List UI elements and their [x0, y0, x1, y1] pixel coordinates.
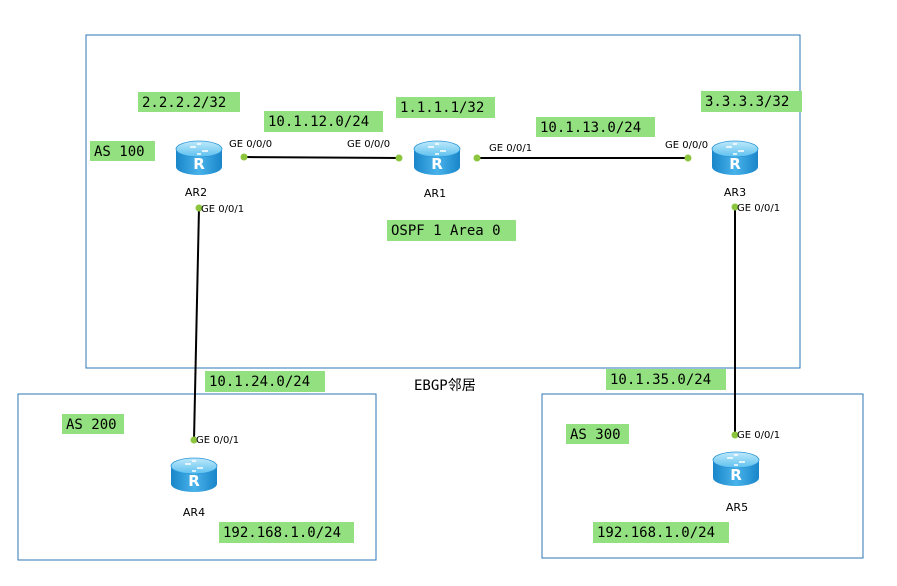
svg-text:192.168.1.0/24: 192.168.1.0/24	[597, 525, 715, 541]
router-ar2[interactable]: R	[175, 140, 223, 176]
port-label-ar3-ge000: GE 0/0/0	[665, 140, 708, 151]
svg-text:AS 200: AS 200	[66, 417, 117, 433]
svg-text:2.2.2.2/32: 2.2.2.2/32	[142, 95, 226, 111]
link-ar2-ar1	[243, 156, 400, 159]
router-glyph: R	[730, 466, 742, 484]
port-dot-ar4-ge001	[190, 436, 198, 444]
svg-text:1.1.1.1/32: 1.1.1.1/32	[400, 100, 484, 116]
svg-text:192.168.1.0/24: 192.168.1.0/24	[223, 525, 341, 541]
router-label-ar2: AR2	[185, 186, 207, 199]
port-label-ar2-ge000: GE 0/0/0	[229, 139, 272, 150]
tag-as200: AS 200	[62, 414, 124, 434]
port-label-ar4-ge001: GE 0/0/1	[196, 435, 239, 446]
port-label-ar1-ge001: GE 0/0/1	[489, 143, 532, 154]
router-label-ar5: AR5	[726, 501, 748, 514]
svg-text:AS 300: AS 300	[570, 427, 621, 443]
tag-as300: AS 300	[566, 424, 629, 444]
router-glyph: R	[729, 155, 741, 173]
svg-text:3.3.3.3/32: 3.3.3.3/32	[705, 94, 789, 110]
svg-text:10.1.12.0/24: 10.1.12.0/24	[268, 114, 369, 130]
router-ar4[interactable]: R	[170, 457, 218, 493]
router-glyph: R	[188, 472, 200, 490]
tag-ospf: OSPF 1 Area 0	[387, 220, 516, 241]
ebgp-label: EBGP邻居	[414, 378, 476, 394]
tag-loopback-ar1: 1.1.1.1/32	[396, 97, 495, 118]
port-dot-ar2-ge000	[240, 153, 248, 161]
router-ar5[interactable]: R	[712, 451, 760, 487]
tag-subnet-ar2-ar1: 10.1.12.0/24	[264, 111, 383, 132]
svg-text:10.1.24.0/24: 10.1.24.0/24	[209, 374, 310, 390]
svg-text:10.1.35.0/24: 10.1.35.0/24	[610, 372, 711, 388]
port-dot-ar1-ge000	[395, 154, 403, 162]
port-label-ar2-ge001: GE 0/0/1	[201, 204, 244, 215]
router-ar3[interactable]: R	[711, 140, 759, 176]
tag-loopback-ar3: 3.3.3.3/32	[701, 91, 802, 112]
port-dot-ar3-ge000	[684, 154, 692, 162]
as100-box	[85, 34, 801, 369]
port-dot-ar3-ge001	[731, 203, 739, 211]
port-label-ar1-ge000: GE 0/0/0	[347, 139, 390, 150]
as300-box	[541, 393, 864, 559]
port-dot-ar1-ge001	[473, 154, 481, 162]
router-label-ar3: AR3	[724, 186, 746, 199]
router-label-ar4: AR4	[183, 506, 205, 519]
link-ar2-ar4	[193, 207, 200, 441]
svg-text:10.1.13.0/24: 10.1.13.0/24	[540, 120, 641, 136]
tag-loopback-ar2: 2.2.2.2/32	[138, 92, 240, 112]
port-dot-ar2-ge001	[195, 204, 203, 212]
svg-text:AS 100: AS 100	[94, 144, 145, 160]
tag-subnet-ar3-ar5: 10.1.35.0/24	[606, 369, 726, 390]
port-dot-ar5-ge001	[731, 431, 739, 439]
port-label-ar3-ge001: GE 0/0/1	[737, 203, 780, 214]
as200-box	[17, 393, 377, 561]
router-glyph: R	[193, 155, 205, 173]
svg-text:OSPF 1 Area 0: OSPF 1 Area 0	[391, 223, 501, 239]
tag-subnet-ar2-ar4: 10.1.24.0/24	[205, 371, 325, 392]
router-glyph: R	[431, 155, 443, 173]
router-ar1[interactable]: R	[413, 140, 461, 176]
tag-subnet-ar1-ar3: 10.1.13.0/24	[536, 117, 655, 137]
tag-lan-ar4: 192.168.1.0/24	[219, 522, 354, 543]
port-label-ar5-ge001: GE 0/0/1	[737, 430, 780, 441]
router-label-ar1: AR1	[424, 187, 446, 200]
tag-as100: AS 100	[90, 141, 155, 161]
tag-lan-ar5: 192.168.1.0/24	[593, 522, 729, 543]
